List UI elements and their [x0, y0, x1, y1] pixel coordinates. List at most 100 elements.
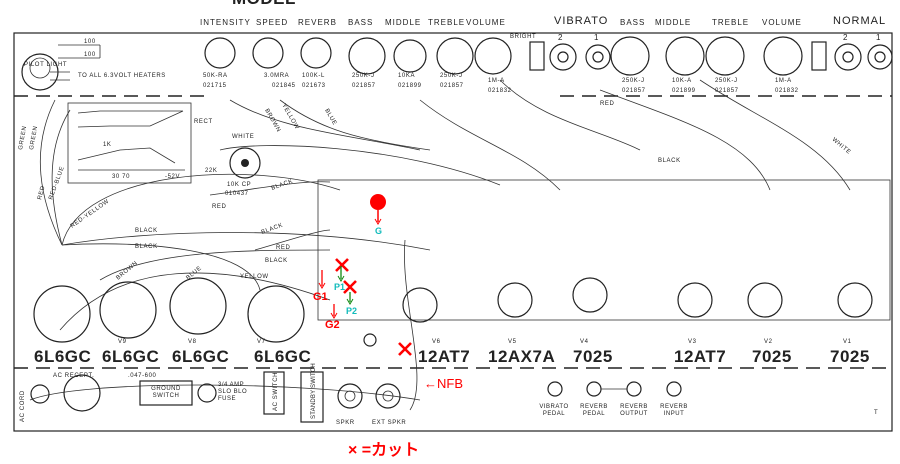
svg-text:021899: 021899	[398, 83, 422, 89]
modification-annotations: G G1 P1 P2 G2 ←NFB × =カット	[313, 194, 463, 459]
svg-text:021857: 021857	[715, 88, 739, 94]
svg-text:V8: V8	[188, 339, 197, 345]
svg-text:30 70: 30 70	[112, 174, 130, 180]
pot-normal-middle: 10K-A 021899	[665, 36, 705, 94]
svg-text:021832: 021832	[775, 88, 799, 94]
label-reverb: REVERB	[298, 18, 337, 27]
svg-text:RECT: RECT	[194, 119, 213, 125]
svg-text:021715: 021715	[203, 83, 227, 89]
cut-mark-icon	[398, 342, 412, 356]
svg-text:021899: 021899	[672, 88, 696, 94]
svg-text:021832: 021832	[488, 88, 512, 94]
svg-text:3.0MRA: 3.0MRA	[264, 73, 289, 79]
jack-label-reverb-pedal: REVERB PEDAL	[580, 404, 608, 417]
label-normal-middle: MIDDLE	[655, 18, 691, 27]
label-volume: VOLUME	[466, 18, 506, 27]
cut-mark-icon	[335, 258, 349, 272]
tube-label: 7025	[752, 347, 792, 366]
svg-text:V1: V1	[843, 339, 852, 345]
label-nfb: ←NFB	[424, 376, 463, 391]
label-normal-volume: VOLUME	[762, 18, 802, 27]
tube-label: 7025	[830, 347, 870, 366]
svg-text:RED: RED	[37, 185, 47, 201]
label-intensity: INTENSITY	[200, 18, 251, 27]
label-speed: SPEED	[256, 18, 288, 27]
bright-switch-normal	[811, 41, 827, 71]
pot-middle: 10KA 021899	[393, 39, 427, 89]
svg-text:1K: 1K	[103, 142, 112, 148]
svg-text:BLUE: BLUE	[185, 265, 203, 281]
svg-text:021857: 021857	[440, 83, 464, 89]
label-bass: BASS	[348, 18, 373, 27]
svg-text:V4: V4	[580, 339, 589, 345]
legend-cut: × =カット	[348, 441, 419, 459]
svg-text:50K-RA: 50K-RA	[203, 73, 228, 79]
svg-text:V5: V5	[508, 339, 517, 345]
standby-switch-label: STANDBY SWITCH	[311, 363, 317, 419]
pots: 50K-RA 021715 3.0MRA 021845 100K-L 021673 2…	[203, 36, 803, 94]
tube-label: 12AX7A	[488, 347, 555, 366]
label-middle: MIDDLE	[385, 18, 421, 27]
svg-text:WHITE: WHITE	[232, 134, 254, 140]
svg-text:100K-L: 100K-L	[302, 73, 325, 79]
svg-text:100: 100	[84, 39, 96, 45]
fuse-label: 3/4 AMP SLO BLO FUSE	[218, 382, 248, 402]
svg-text:021673: 021673	[302, 83, 326, 89]
svg-text:1: 1	[594, 33, 599, 42]
svg-text:021857: 021857	[622, 88, 646, 94]
svg-text:RED-YELLOW: RED-YELLOW	[70, 199, 111, 230]
svg-text:021845: 021845	[272, 83, 296, 89]
svg-text:RED: RED	[600, 101, 615, 107]
tube-label: 7025	[573, 347, 613, 366]
svg-text:250K-J: 250K-J	[715, 78, 738, 84]
svg-text:YELLOW: YELLOW	[240, 274, 269, 280]
svg-text:021857: 021857	[352, 83, 376, 89]
label-p1: P1	[334, 282, 345, 292]
svg-text:250K-J: 250K-J	[352, 73, 375, 79]
svg-text:250K-J: 250K-J	[622, 78, 645, 84]
cap-label: .047-600	[128, 373, 157, 379]
tube-label: 6L6GC	[34, 347, 91, 366]
label-normal-channel: NORMAL	[833, 15, 886, 27]
ac-recept-label: AC RECEPT.	[53, 373, 94, 379]
svg-text:WHITE: WHITE	[831, 137, 852, 156]
red-dot-marker	[370, 194, 386, 210]
wiring	[29, 79, 851, 411]
svg-text:10K CP: 10K CP	[227, 182, 251, 188]
control-labels: INTENSITY SPEED REVERB BASS MIDDLE TREBL…	[200, 15, 886, 27]
ac-cord-label: AC CORD	[20, 390, 26, 422]
svg-text:10KA: 10KA	[398, 73, 415, 79]
svg-text:BLACK: BLACK	[135, 244, 158, 250]
corner-mark: T	[874, 410, 878, 416]
svg-text:V3: V3	[688, 339, 697, 345]
svg-text:250K-J: 250K-J	[440, 73, 463, 79]
svg-text:BLACK: BLACK	[265, 258, 288, 264]
bright-switch-vibrato	[529, 41, 545, 71]
pot-reverb: 100K-L 021673	[300, 37, 332, 89]
ext-spkr-label: EXT SPKR	[372, 420, 406, 426]
svg-text:GREEN: GREEN	[18, 125, 28, 150]
heaters-label: TO ALL 6.3VOLT HEATERS	[78, 73, 166, 79]
ground-switch-label: GROUND SWITCH	[151, 386, 181, 399]
input-jacks: 2 1 2 1	[549, 33, 893, 71]
ac-switch-label: AC SWITCH	[273, 372, 279, 411]
pot-normal-bass: 250K-J 021857	[610, 36, 650, 94]
label-treble: TREBLE	[428, 18, 465, 27]
spkr-label: SPKR	[336, 420, 355, 426]
svg-text:BLACK: BLACK	[135, 228, 158, 234]
pot-speed: 3.0MRA 021845	[252, 37, 296, 89]
svg-text:V6: V6	[432, 339, 441, 345]
label-vibrato-channel: VIBRATO	[554, 15, 608, 27]
tube-label: 6L6GC	[102, 347, 159, 366]
label-normal-treble: TREBLE	[712, 18, 749, 27]
svg-text:10K-A: 10K-A	[672, 78, 692, 84]
svg-text:1: 1	[876, 33, 881, 42]
label-g1: G1	[313, 291, 328, 303]
chassis-outline	[13, 32, 893, 432]
pot-normal-volume: 1M-A 021832	[763, 36, 803, 94]
svg-text:1M-A: 1M-A	[775, 78, 792, 84]
